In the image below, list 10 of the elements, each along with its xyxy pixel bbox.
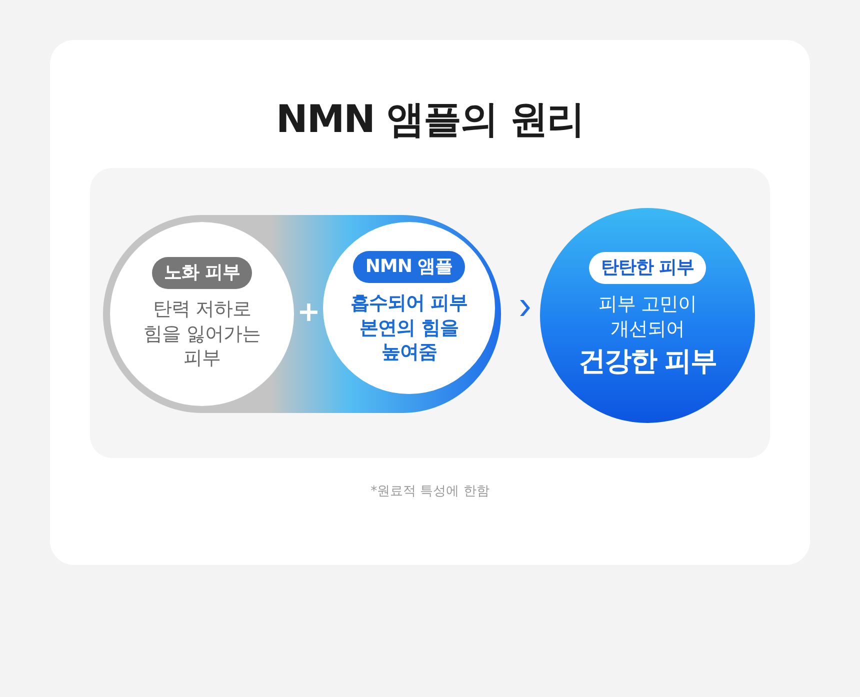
description-text: 탄력 저하로 힘을 잃어가는 피부 (142, 296, 262, 372)
plus-sign: + (297, 298, 317, 326)
footnote: *원료적 특성에 한함 (370, 483, 490, 500)
highlight-text: 건강한 피부 (578, 345, 717, 380)
tag-label: 탄탄한 피부 (588, 252, 706, 284)
description-text: 피부 고민이 개선되어 (597, 292, 698, 342)
tag-label: NMN 앰플 (353, 250, 465, 283)
tag-label: 노화 피부 (152, 256, 252, 289)
description-text: 흡수되어 피부 본연의 힘을 높여줌 (350, 290, 468, 366)
title: NMN 앰플의 원리 (275, 96, 585, 143)
